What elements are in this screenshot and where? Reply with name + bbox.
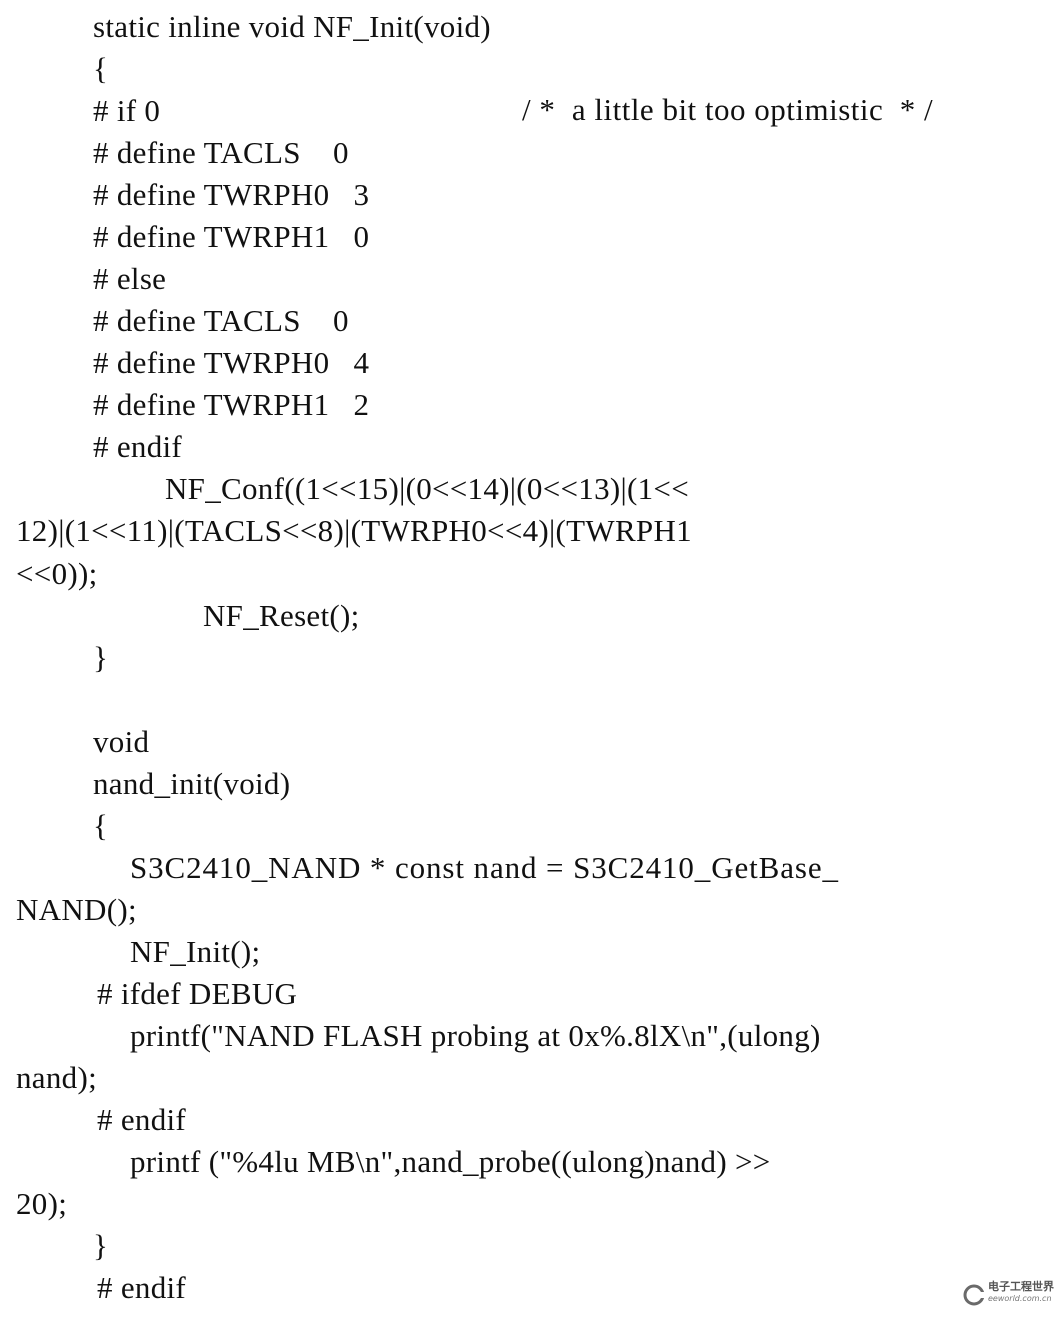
code-line-19: { bbox=[93, 808, 109, 843]
code-line-10: # define TWRPH1 2 bbox=[93, 387, 370, 422]
code-line-20: S3C2410_NAND * const nand = S3C2410_GetB… bbox=[130, 850, 839, 885]
eeworld-logo-icon bbox=[963, 1284, 985, 1306]
watermark-title: 电子工程世界 bbox=[988, 1280, 1054, 1293]
code-line-6: # define TWRPH1 0 bbox=[93, 219, 370, 254]
code-line-23: # ifdef DEBUG bbox=[97, 976, 298, 1011]
code-line-2: { bbox=[93, 51, 109, 86]
code-line-8: # define TACLS 0 bbox=[93, 303, 349, 338]
code-line-15: NF_Reset(); bbox=[203, 598, 360, 633]
code-comment: / * a little bit too optimistic * / bbox=[522, 92, 934, 127]
code-line-3: # if 0 bbox=[93, 93, 161, 128]
code-line-18: nand_init(void) bbox=[93, 766, 291, 801]
code-line-7: # else bbox=[93, 261, 167, 296]
code-line-29: } bbox=[93, 1228, 109, 1263]
code-line-30: # endif bbox=[97, 1270, 187, 1305]
code-line-1: static inline void NF_Init(void) bbox=[93, 9, 491, 44]
code-line-5: # define TWRPH0 3 bbox=[93, 177, 370, 212]
watermark: 电子工程世界 eeworld.com.cn bbox=[963, 1281, 1057, 1309]
code-line-11: # endif bbox=[93, 429, 183, 464]
code-line-14: <<0)); bbox=[16, 556, 98, 591]
code-line-28: 20); bbox=[16, 1186, 68, 1221]
code-line-26: # endif bbox=[97, 1102, 187, 1137]
code-line-16: } bbox=[93, 640, 109, 675]
watermark-url: eeworld.com.cn bbox=[988, 1294, 1052, 1303]
code-line-9: # define TWRPH0 4 bbox=[93, 345, 370, 380]
code-line-27: printf ("%4lu MB\n",nand_probe((ulong)na… bbox=[130, 1144, 771, 1179]
code-line-22: NF_Init(); bbox=[130, 934, 261, 969]
code-line-24: printf("NAND FLASH probing at 0x%.8lX\n"… bbox=[130, 1018, 821, 1053]
code-line-13: 12)|(1<<11)|(TACLS<<8)|(TWRPH0<<4)|(TWRP… bbox=[16, 513, 692, 548]
code-line-17: void bbox=[93, 724, 150, 759]
code-line-25: nand); bbox=[16, 1060, 97, 1095]
code-line-4: # define TACLS 0 bbox=[93, 135, 349, 170]
code-line-21: NAND(); bbox=[16, 892, 137, 927]
code-line-12: NF_Conf((1<<15)|(0<<14)|(0<<13)|(1<< bbox=[165, 471, 689, 506]
